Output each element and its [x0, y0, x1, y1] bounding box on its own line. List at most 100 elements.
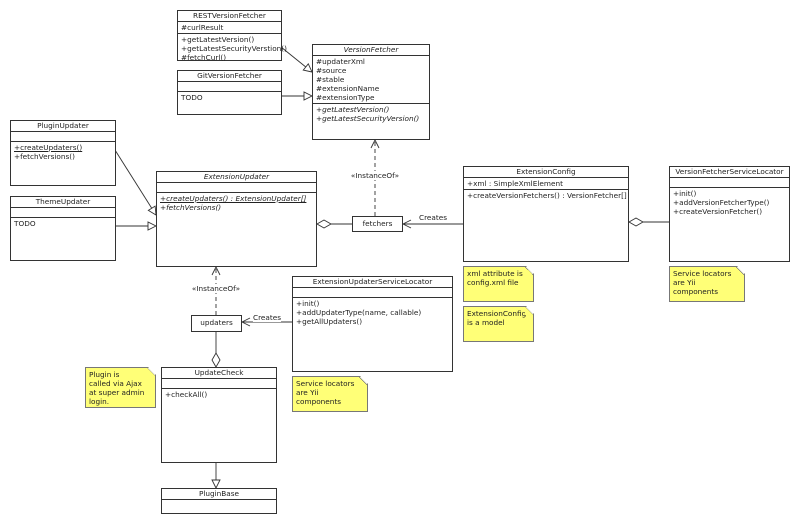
operations-compartment: +createUpdaters() : ExtensionUpdater[]+f…	[157, 193, 316, 213]
note-line: are Yii components	[296, 388, 342, 406]
operations-compartment: TODO	[178, 92, 281, 103]
operation: +createUpdaters() : ExtensionUpdater[]	[160, 194, 307, 203]
attributes-compartment	[11, 208, 115, 218]
operation: +addUpdaterType(name, callable)	[296, 308, 422, 317]
note-line: ExtensionConfig	[467, 309, 527, 318]
attributes-compartment	[162, 379, 276, 389]
aggregation-diamond-icon	[628, 217, 644, 227]
operation: +getLatestSecurityVersion()	[316, 114, 420, 123]
attributes-compartment	[293, 288, 452, 298]
note-line: is a model	[467, 318, 505, 327]
class-update-check[interactable]: UpdateCheck +checkAll()	[161, 367, 277, 463]
operation: +createUpdaters()	[14, 143, 83, 152]
generalization-triangle-icon	[211, 479, 221, 490]
class-restversion-fetcher[interactable]: RESTVersionFetcher#curlResult+getLatestV…	[177, 10, 287, 63]
object-updaters[interactable]: updaters	[191, 315, 242, 332]
creates-label: Creates	[252, 313, 282, 322]
class-name: ThemeUpdater	[11, 197, 115, 208]
class-plugin-base[interactable]: PluginBase	[161, 488, 277, 514]
operation: +addVersionFetcherType()	[673, 198, 770, 207]
note-fold-icon	[736, 267, 744, 275]
class-name: GitVersionFetcher	[178, 71, 281, 82]
operations-compartment: +getLatestVersion()+getLatestSecurityVer…	[313, 104, 429, 124]
class-extension-updater[interactable]: ExtensionUpdater +createUpdaters() : Exte…	[156, 171, 317, 267]
class-extension-config[interactable]: ExtensionConfig+xml : SimpleXmlElement+c…	[463, 166, 629, 262]
instanceof-label: «InstanceOf»	[191, 284, 241, 293]
class-name: PluginBase	[162, 489, 276, 500]
operation: #fetchCurl()	[181, 53, 227, 62]
attribute: #curlResult	[181, 23, 224, 32]
attribute: #extensionName	[316, 84, 380, 93]
class-name: ExtensionUpdaterServiceLocator	[293, 277, 452, 288]
note-fold-icon	[147, 368, 155, 376]
operation: +checkAll()	[165, 390, 208, 399]
attributes-compartment	[670, 178, 789, 188]
class-name: PluginUpdater	[11, 121, 115, 132]
operation: TODO	[181, 93, 203, 102]
operation: +createVersionFetchers() : VersionFetche…	[467, 191, 627, 200]
note-line: xml attribute is	[467, 269, 523, 278]
instanceof-label: «InstanceOf»	[350, 171, 400, 180]
class-name: ExtensionUpdater	[157, 172, 316, 183]
class-version-fetcher[interactable]: VersionFetcher#updaterXml#source#stable#…	[312, 44, 430, 140]
note-line: called via Ajax	[89, 379, 142, 388]
generalization-triangle-icon	[303, 91, 314, 101]
attribute: #source	[316, 66, 347, 75]
generalization-triangle-icon	[147, 221, 158, 231]
note-fold-icon	[525, 267, 533, 275]
note-line: Service locators	[673, 269, 732, 278]
dependency-arrow-icon	[211, 265, 221, 276]
creates-label: Creates	[418, 213, 448, 222]
note-line: at super admin	[89, 388, 145, 397]
operation: TODO	[14, 219, 36, 228]
attribute: +xml : SimpleXmlElement	[467, 179, 563, 188]
aggregation-diamond-icon	[316, 219, 332, 229]
attribute: #updaterXml	[316, 57, 365, 66]
class-name: UpdateCheck	[162, 368, 276, 379]
creates-arrow-icon	[240, 317, 251, 327]
attributes-compartment: #updaterXml#source#stable#extensionName#…	[313, 56, 429, 104]
note-fold-icon	[359, 377, 367, 385]
class-version-fetcher-service-locator[interactable]: VersionFetcherServiceLocator +init()+addV…	[669, 166, 790, 262]
attribute: #stable	[316, 75, 345, 84]
attributes-compartment	[157, 183, 316, 193]
note-line: config.xml file	[467, 278, 519, 287]
attribute: #extensionType	[316, 93, 375, 102]
generalization-triangle-icon	[302, 63, 313, 73]
operations-compartment: +getLatestVersion()+getLatestSecurityVer…	[178, 34, 287, 63]
operations-compartment: +createVersionFetchers() : VersionFetche…	[464, 190, 628, 201]
operation: +fetchVersions()	[160, 203, 222, 212]
operation: +init()	[673, 189, 697, 198]
attributes-compartment	[178, 82, 281, 92]
object-fetchers[interactable]: fetchers	[352, 216, 403, 232]
operations-compartment: +init()+addVersionFetcherType()+createVe…	[670, 188, 789, 217]
operations-compartment: TODO	[11, 218, 115, 229]
class-name: VersionFetcherServiceLocator	[670, 167, 789, 178]
operation: +getAllUpdaters()	[296, 317, 363, 326]
class-name: VersionFetcher	[313, 45, 429, 56]
aggregation-diamond-icon	[211, 352, 221, 368]
operation: +getLatestVersion()	[181, 35, 255, 44]
note-fold-icon	[525, 307, 533, 315]
operations-compartment: +createUpdaters()+fetchVersions()	[11, 142, 115, 162]
operation: +createVersionFetcher()	[673, 207, 763, 216]
generalization-triangle-icon	[147, 205, 157, 216]
note-line: login.	[89, 397, 110, 406]
operation: +getLatestVersion()	[316, 105, 390, 114]
operation: +getLatestSecurityVerstion()	[181, 44, 287, 53]
operation: +init()	[296, 299, 320, 308]
class-extension-updater-service-locator[interactable]: ExtensionUpdaterServiceLocator +init()+ad…	[292, 276, 453, 372]
class-plugin-updater[interactable]: PluginUpdater +createUpdaters()+fetchVers…	[10, 120, 116, 186]
operations-compartment: +checkAll()	[162, 389, 276, 400]
note-line: are Yii components	[673, 278, 719, 296]
operation: +fetchVersions()	[14, 152, 75, 161]
